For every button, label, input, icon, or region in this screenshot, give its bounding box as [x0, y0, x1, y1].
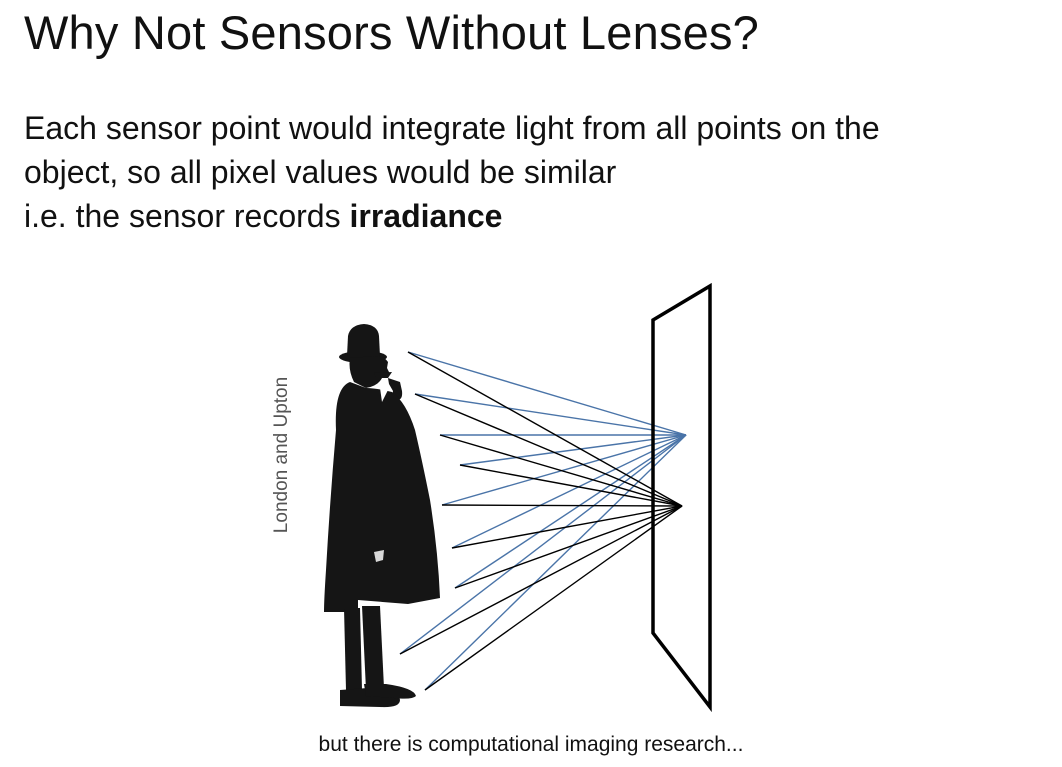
body-line-2: object, so all pixel values would be sim… [24, 154, 617, 190]
man-silhouette-icon [324, 324, 440, 708]
slide-title: Why Not Sensors Without Lenses? [24, 6, 760, 59]
irradiance-emphasis: irradiance [349, 198, 503, 234]
body-line-3: i.e. the sensor records irradiance [24, 194, 1044, 238]
blue-light-rays [399, 351, 687, 691]
sensor-plane [651, 282, 712, 713]
body-line-1: Each sensor point would integrate light … [24, 110, 880, 146]
body-line-3-prefix: i.e. the sensor records [24, 198, 350, 234]
body-text: Each sensor point would integrate light … [24, 106, 1044, 238]
figure-caption: but there is computational imaging resea… [318, 733, 744, 756]
black-light-rays [399, 351, 683, 691]
sensor-diagram [324, 282, 712, 713]
